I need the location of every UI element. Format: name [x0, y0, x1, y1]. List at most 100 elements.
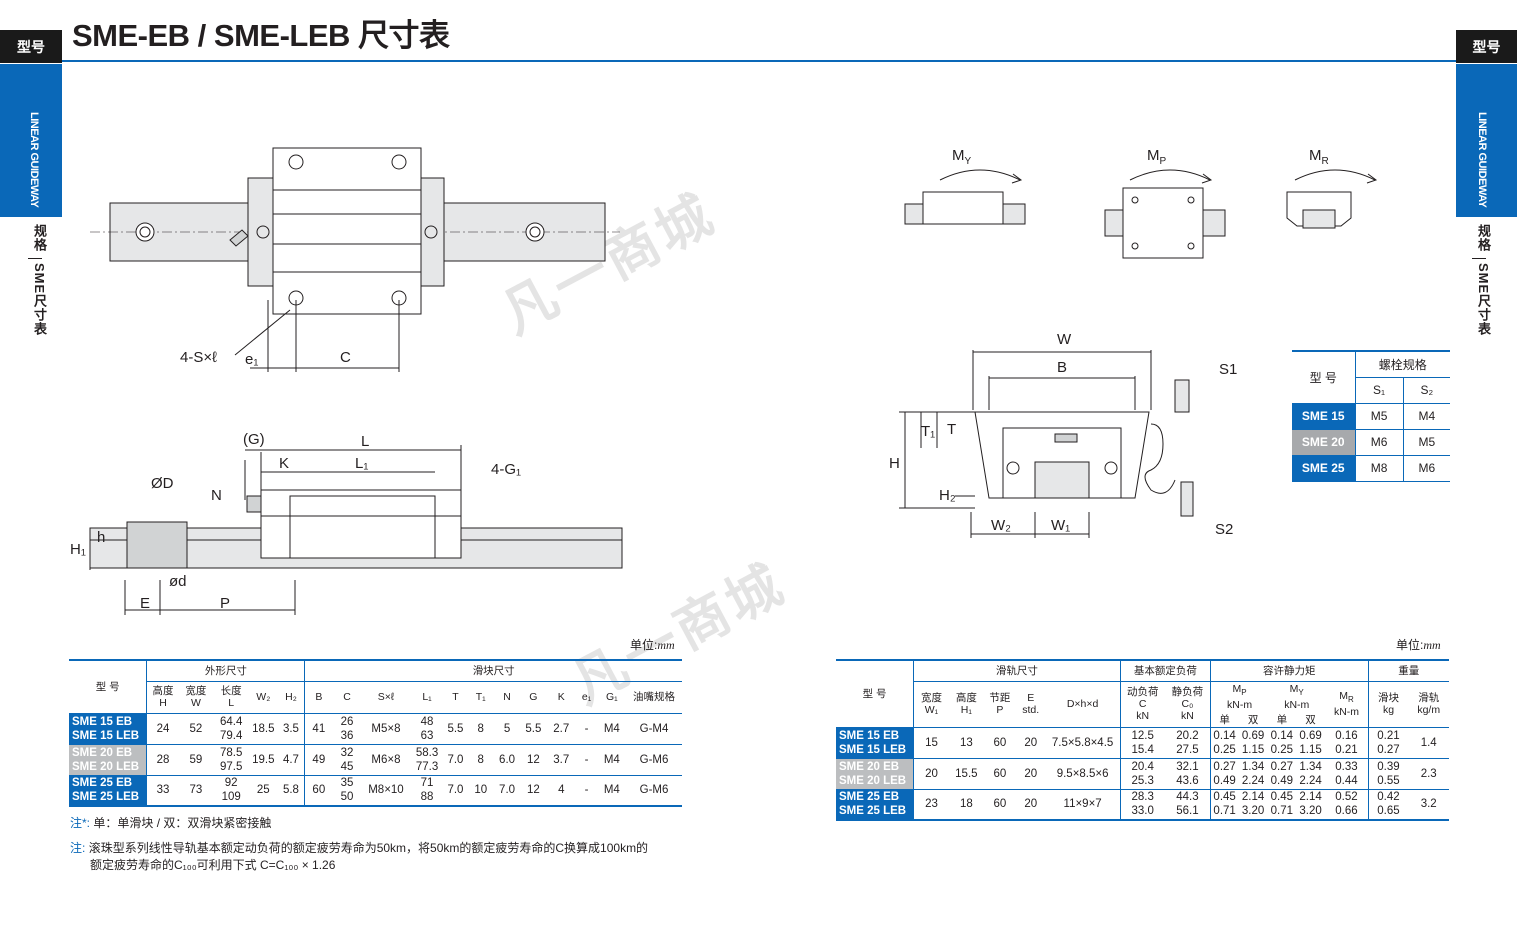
label-h2: H₂ — [939, 487, 956, 504]
cell-h1: 18 — [948, 789, 984, 821]
cell-h: 24 — [146, 713, 179, 745]
bolt-row: SME 20 M6 M5 — [1292, 429, 1450, 456]
cell-h2: 5.8 — [277, 775, 305, 807]
note-2-line2: 额定疲劳寿命的C₁₀₀可利用下式 C=C₁₀₀ × 1.26 — [90, 858, 336, 872]
label-b: B — [1057, 359, 1067, 376]
cell-b: 60 — [304, 775, 333, 807]
unit-label-right: 单位:mm — [1396, 638, 1441, 652]
cell-oil: G-M6 — [626, 775, 682, 807]
cell-t1: 10 — [467, 775, 495, 807]
col-w2: W₂ — [249, 681, 278, 714]
cell-w2: 19.5 — [249, 744, 278, 776]
label-e1: e₁ — [245, 351, 258, 368]
cell-p: 60 — [983, 789, 1016, 821]
label-g1: 4-G₁ — [491, 461, 521, 478]
page-title: SME-EB / SME-LEB 尺寸表 — [72, 18, 450, 53]
cell-w: 73 — [178, 775, 214, 807]
side-tab-right: LINEAR GUIDEWAY — [1456, 64, 1517, 217]
group-block: 滑块尺寸 — [304, 660, 682, 682]
cell-p: 60 — [983, 727, 1016, 759]
group-rail: 滑轨尺寸 — [913, 660, 1121, 682]
bolt-s1: M8 — [1354, 455, 1404, 482]
label-w2: W₂ — [991, 517, 1011, 534]
label-s1: S1 — [1219, 361, 1237, 378]
cell-g: 12 — [519, 775, 548, 807]
label-l1: L₁ — [355, 455, 368, 472]
label-t: T — [947, 421, 956, 438]
col-l1: L₁ — [410, 681, 444, 714]
cell-k: 2.7 — [547, 713, 576, 745]
cell-g1: M4 — [597, 744, 627, 776]
cell-k: 4 — [547, 775, 576, 807]
cell-n: 7.0 — [494, 775, 520, 807]
label-s-hole: 4-S×ℓ — [180, 349, 217, 366]
header-tab-right: 型号 — [1456, 30, 1517, 63]
bolt-model: SME 20 — [1292, 429, 1355, 456]
label-l: L — [361, 433, 369, 450]
bolt-spec-table: 型 号 螺栓规格 S₁ S₂ SME 15 M5 M4 SME 20 M6 M5… — [1292, 350, 1450, 482]
col-g: G — [519, 681, 548, 714]
front-view-drawing: W B S1 S2 T₁ T H H₂ W₂ W₁ — [889, 331, 1237, 538]
col-model: 型 号 — [69, 660, 147, 714]
group-load: 基本额定负荷 — [1119, 660, 1211, 682]
cell-t: 5.5 — [443, 713, 468, 745]
side-divider-left — [28, 258, 42, 259]
note-2: 注: 滚珠型系列线性导轨基本额定动负荷的额定疲劳寿命为50km，将50km的额定… — [70, 840, 648, 874]
label-h-small: h — [97, 529, 105, 546]
col-my-double: 双 — [1295, 713, 1326, 728]
cell-h: 28 — [146, 744, 179, 776]
cell-rail-weight: 1.4 — [1408, 727, 1449, 759]
side-label-right-top: 规格 — [1476, 224, 1491, 252]
cell-b: 49 — [304, 744, 333, 776]
cell-s: M8×10 — [361, 775, 411, 807]
group-outer: 外形尺寸 — [146, 660, 305, 682]
cell-w2: 25 — [249, 775, 278, 807]
label-g: (G) — [243, 431, 265, 448]
label-d-big: ØD — [151, 475, 174, 492]
label-d-small: ød — [169, 573, 187, 590]
cell-dhd: 9.5×8.5×6 — [1045, 758, 1121, 790]
cell-h2: 4.7 — [277, 744, 305, 776]
cell-t1: 8 — [467, 744, 495, 776]
col-oil: 油嘴规格 — [626, 681, 682, 714]
bolt-spec-header: 螺栓规格 — [1354, 351, 1450, 378]
cell-dhd: 7.5×5.8×4.5 — [1045, 727, 1121, 759]
col-c: C — [332, 681, 362, 714]
cell-g: 12 — [519, 744, 548, 776]
cell-dhd: 11×9×7 — [1045, 789, 1121, 821]
cell-t1: 8 — [467, 713, 495, 745]
label-w1: W₁ — [1051, 517, 1070, 534]
cell-w: 52 — [178, 713, 214, 745]
cell-h1: 15.5 — [948, 758, 984, 790]
